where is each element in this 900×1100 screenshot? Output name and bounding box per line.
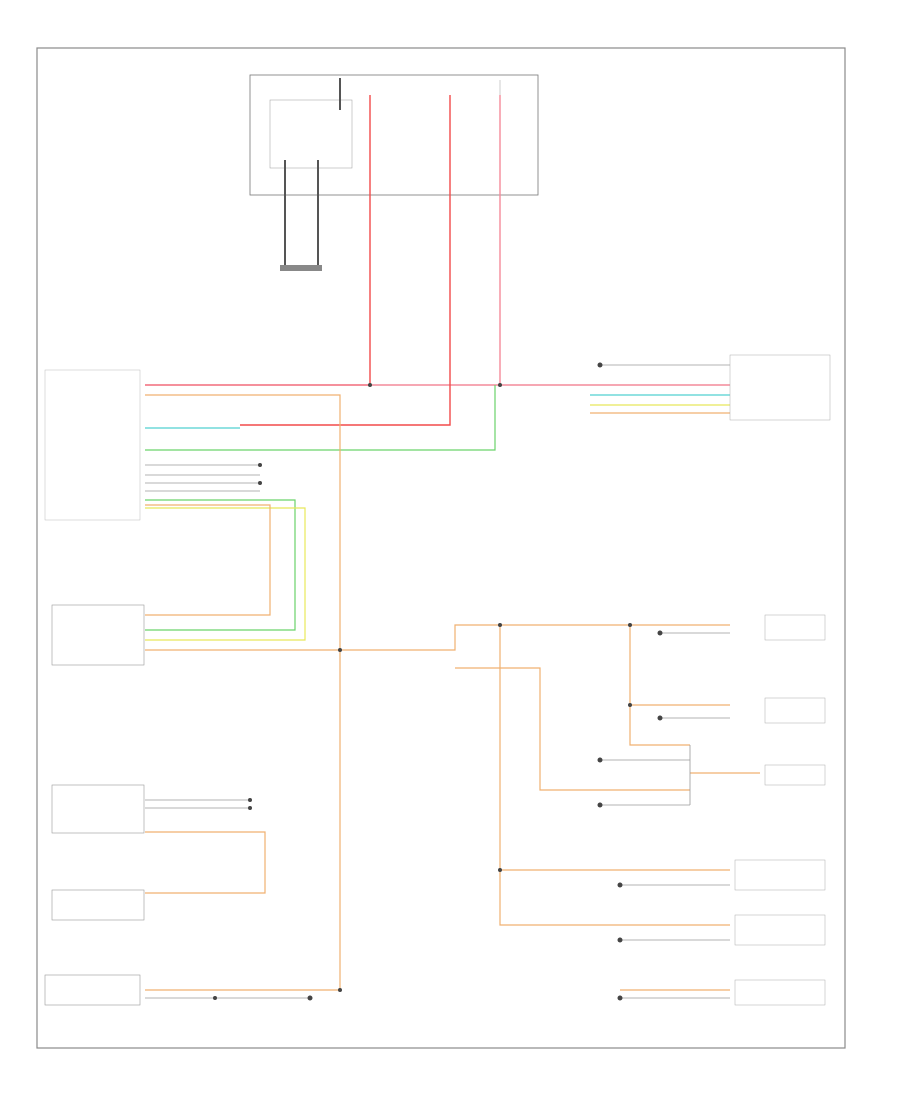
gray-wires xyxy=(145,364,730,999)
orange-wires xyxy=(145,394,760,991)
cluster xyxy=(44,369,141,521)
red-wires xyxy=(145,95,730,426)
diagram-frame xyxy=(36,47,846,1049)
fuse-block xyxy=(249,74,539,271)
lamp-bank xyxy=(44,974,141,1006)
splice-dots xyxy=(213,362,663,1001)
green-cyan-wires xyxy=(145,385,730,641)
transmission-module xyxy=(51,784,145,921)
headlamp-switch xyxy=(51,604,145,666)
right-side-module xyxy=(729,354,831,1006)
